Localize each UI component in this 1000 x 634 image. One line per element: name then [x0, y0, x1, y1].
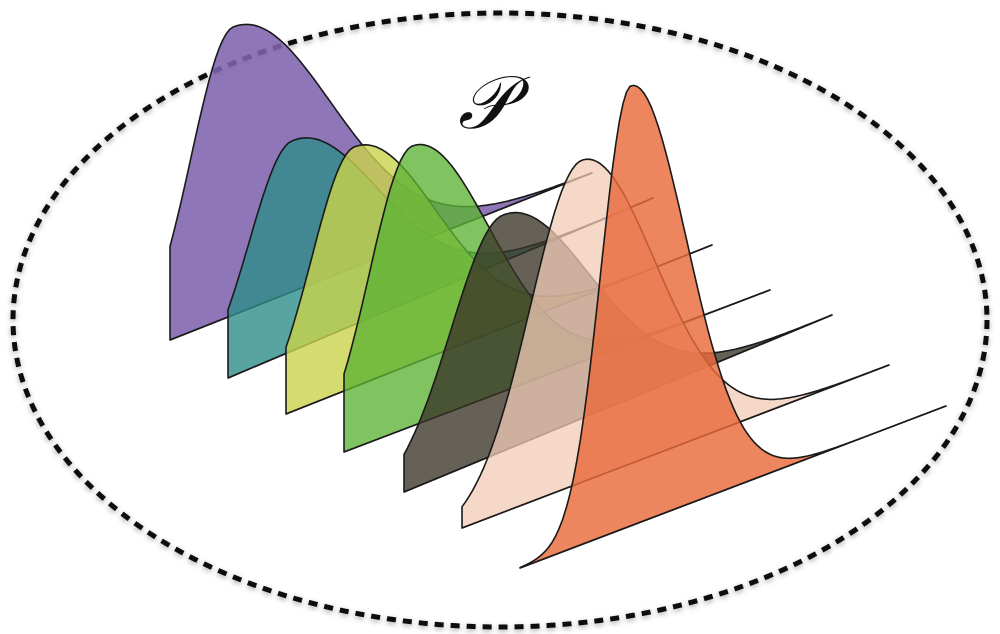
distribution-baseline-7	[519, 405, 947, 569]
distribution-curves	[169, 23, 947, 569]
set-boundary	[10, 10, 990, 630]
set-label: 𝒫	[458, 60, 531, 146]
